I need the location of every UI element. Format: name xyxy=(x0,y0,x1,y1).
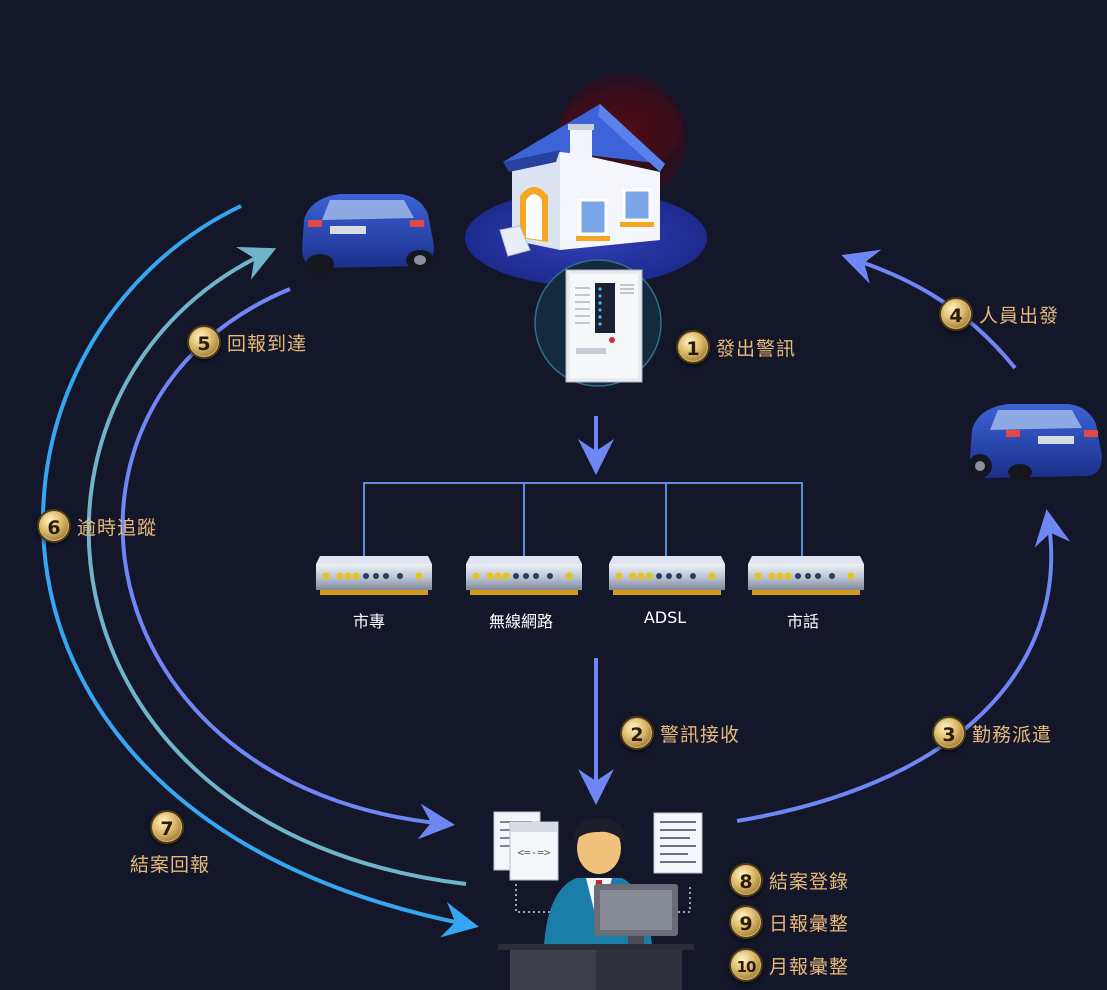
step-7-label: 結案回報 xyxy=(130,854,211,876)
step-2: 2 警訊接收 xyxy=(620,716,740,750)
step-1: 1 發出警訊 xyxy=(676,330,796,364)
arrow-step6 xyxy=(86,246,467,886)
router-icon xyxy=(466,556,582,595)
step-label: 日報彙整 xyxy=(769,912,850,935)
document-icon: <=-=> xyxy=(493,811,559,881)
document-icon xyxy=(653,812,703,874)
step-3: 3 勤務派遣 xyxy=(932,716,1052,750)
step-7: 7 xyxy=(150,810,184,844)
router-icon xyxy=(316,556,432,595)
car-icon xyxy=(302,194,434,274)
arrow-step4 xyxy=(841,249,1017,370)
arrow-step3 xyxy=(736,509,1071,823)
network-label-adsl: ADSL xyxy=(643,608,687,627)
step-number-badge: 9 xyxy=(729,905,763,939)
router-icon xyxy=(748,556,864,595)
network-bus xyxy=(363,482,803,556)
step-label: 結案登錄 xyxy=(769,870,850,893)
step-number-badge: 7 xyxy=(150,810,184,844)
operator-icon xyxy=(498,818,694,990)
step-8: 8 結案登錄 xyxy=(729,863,849,897)
arrow-step7 xyxy=(41,204,479,938)
step-5: 5 回報到達 xyxy=(187,325,307,359)
step-label: 勤務派遣 xyxy=(972,723,1053,746)
step-label: 回報到達 xyxy=(227,332,308,355)
step-number-badge: 2 xyxy=(620,716,654,750)
step-6: 6 逾時追蹤 xyxy=(37,509,157,543)
step-label: 發出警訊 xyxy=(716,337,797,360)
router-icon xyxy=(609,556,725,595)
step-9: 9 日報彙整 xyxy=(729,905,849,939)
step-label: 逾時追蹤 xyxy=(77,516,158,539)
svg-text:<=-=>: <=-=> xyxy=(517,846,550,859)
step-10: 10 月報彙整 xyxy=(729,948,849,982)
step-number-badge: 1 xyxy=(676,330,710,364)
step-number-badge: 4 xyxy=(939,297,973,331)
step-label: 人員出發 xyxy=(979,304,1060,327)
step-number-badge: 10 xyxy=(729,948,763,982)
step-label: 月報彙整 xyxy=(769,955,850,978)
step-number-badge: 3 xyxy=(932,716,966,750)
step-number-badge: 8 xyxy=(729,863,763,897)
step-4: 4 人員出發 xyxy=(939,297,1059,331)
car-icon xyxy=(968,404,1102,480)
house-icon xyxy=(465,74,707,286)
network-label-wireless: 無線網路 xyxy=(488,612,553,631)
step-number-badge: 5 xyxy=(187,325,221,359)
network-label-city-line: 市專 xyxy=(352,612,385,631)
network-label-phone: 市話 xyxy=(786,612,819,631)
alarm-panel-icon xyxy=(534,259,662,387)
step-label: 警訊接收 xyxy=(660,723,741,746)
step-number-badge: 6 xyxy=(37,509,71,543)
